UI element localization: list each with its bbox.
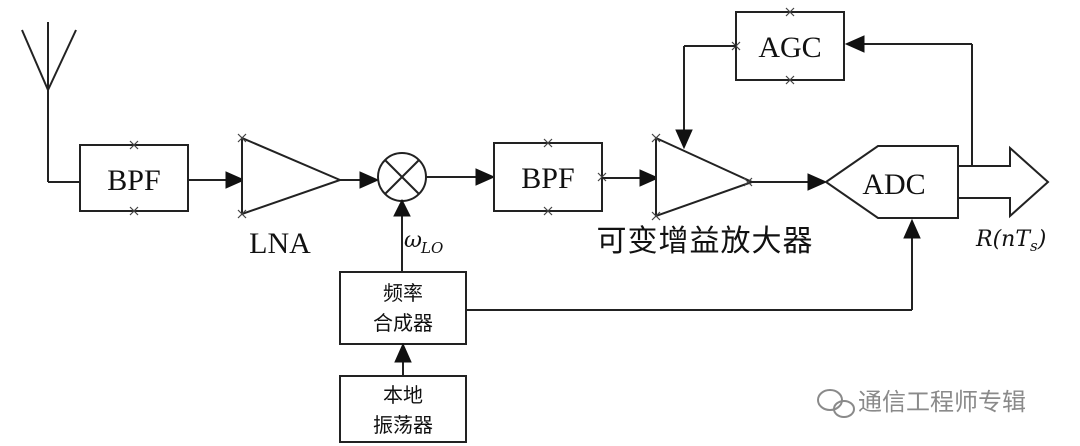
- osc-label-line2: 振荡器: [373, 413, 433, 437]
- output-s: s: [1030, 237, 1038, 255]
- output-t: T: [1015, 227, 1032, 252]
- vga-label: 可变增益放大器: [597, 224, 814, 259]
- watermark: 通信工程师专辑: [817, 388, 1026, 418]
- adc-block: ADC: [824, 145, 959, 219]
- bpf-label-2: BPF: [521, 162, 574, 195]
- lo-omega: ω: [404, 228, 422, 253]
- wechat-icon: [817, 389, 855, 418]
- watermark-text: 通信工程师专辑: [858, 388, 1026, 416]
- output-close-paren: ): [1037, 227, 1047, 252]
- synth-label-line1: 频率: [383, 281, 423, 305]
- agc-label: AGC: [758, 31, 821, 64]
- osc-label-line1: 本地: [383, 383, 423, 407]
- output-open-paren: (: [993, 227, 1002, 252]
- variable-gain-amplifier: 可变增益放大器: [597, 133, 814, 259]
- wire-adc-to-agc: [844, 35, 973, 166]
- wire-synth-to-adc: [466, 218, 921, 311]
- bpf-block-2: BPF: [493, 138, 607, 216]
- bpf-label-1: BPF: [107, 164, 160, 197]
- agc-block: AGC: [731, 7, 845, 85]
- wire-bpf1-to-lna: [188, 171, 246, 189]
- local-oscillator-block: 本地 振荡器: [339, 375, 467, 443]
- wire-vga-to-adc: [752, 173, 828, 191]
- output-arrow: [957, 145, 1050, 219]
- wire-lna-to-mixer: [340, 171, 380, 189]
- lo-signal-label: ω LO: [404, 228, 443, 257]
- adc-label: ADC: [862, 168, 925, 201]
- output-signal-label: R(nTs): [975, 227, 1046, 255]
- mixer-icon: [377, 152, 427, 202]
- output-r: R: [975, 227, 993, 252]
- wire-bpf2-to-vga: [602, 169, 660, 187]
- lna-label: LNA: [249, 227, 311, 260]
- frequency-synthesizer-block: 频率 合成器: [339, 271, 467, 345]
- bpf-block-1: BPF: [79, 140, 189, 216]
- wire-agc-to-vga: [675, 45, 736, 150]
- lo-subscript: LO: [420, 239, 443, 257]
- wire-mixer-to-bpf2: [426, 168, 496, 186]
- wire-lo-to-mixer: [393, 198, 411, 272]
- lna-amplifier: LNA: [237, 133, 343, 260]
- output-n: n: [1001, 227, 1015, 252]
- synth-label-line2: 合成器: [373, 311, 433, 335]
- wire-oscillator-to-synth: [394, 342, 412, 376]
- svg-text:R(nTs): R(nTs): [975, 227, 1046, 255]
- antenna-icon: [21, 22, 80, 183]
